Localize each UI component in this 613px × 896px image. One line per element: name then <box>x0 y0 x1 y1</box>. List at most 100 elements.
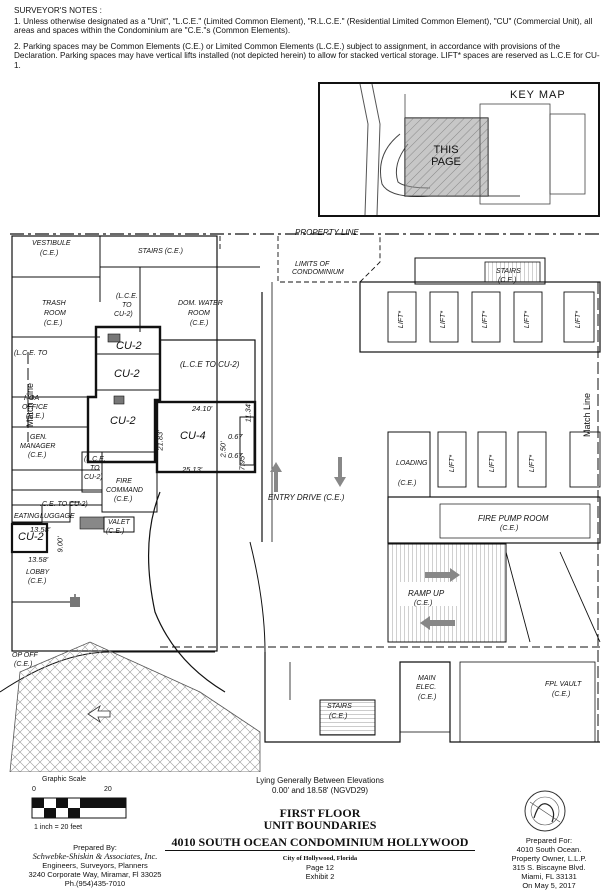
dim-25-13: 25.13' <box>182 465 203 474</box>
dim-0-67b: 0.67 <box>228 451 243 460</box>
dom-water-label-1: DOM. WATER <box>178 300 223 307</box>
client-line-2: Property Owner, L.L.P. <box>511 854 587 863</box>
stairs-bottom-ce: (C.E.) <box>329 713 348 720</box>
gen-ce: (C.E.) <box>28 452 47 459</box>
key-map: KEY MAP THIS PAGE <box>318 82 600 217</box>
title-first-floor: FIRST FLOOR <box>279 806 361 820</box>
cu2-label-2: CU-2 <box>114 368 140 380</box>
drop-off-ce: (C.E.) <box>14 661 33 668</box>
seating-label: EATING <box>14 513 40 520</box>
prepared-by: Prepared By: Schwebke-Shiskin & Associat… <box>10 843 180 888</box>
firm-phone: Ph.(954)435-7010 <box>64 879 126 888</box>
elevation-line-2: 0.00' and 18.58' (NGVD29) <box>272 786 368 795</box>
lobby-label: LOBBY <box>26 569 50 576</box>
fire-pump-label: FIRE PUMP ROOM <box>478 514 549 523</box>
limits-label-2: CONDOMINIUM <box>292 269 344 276</box>
main-elec-ce: (C.E.) <box>418 694 437 701</box>
property-line-label: PROPERTY LINE <box>295 228 359 237</box>
dim-13-58a: 13.58' <box>30 525 51 534</box>
lift-label-6: LIFT* <box>449 454 457 473</box>
key-map-page-label: THIS PAGE <box>416 144 476 168</box>
trash-label-1: TRASH <box>42 300 66 307</box>
lce-label-c2: TO <box>90 465 100 472</box>
lce-label-a2: TO <box>122 302 132 309</box>
valet-ce: (C.E.) <box>106 528 125 535</box>
dom-water-ce: (C.E.) <box>190 320 209 327</box>
cu2-label-3: CU-2 <box>110 415 136 427</box>
stairs-right-ce: (C.E.) <box>498 277 517 284</box>
sheet-title: FIRST FLOOR UNIT BOUNDARIES <box>150 807 490 831</box>
scale-note: 1 inch = 20 feet <box>34 824 83 831</box>
prepared-for-label: Prepared For: <box>525 836 573 845</box>
vestibule-ce: (C.E.) <box>40 250 59 257</box>
hoa-ce: (C.E.) <box>26 413 45 420</box>
match-line-left: Match Line <box>25 382 36 428</box>
lce-label-a3: CU-2) <box>114 311 133 318</box>
dom-water-label-2: ROOM <box>188 310 210 317</box>
lobby-ce: (C.E.) <box>28 578 47 585</box>
limits-label-1: LIMITS OF <box>295 261 330 268</box>
fire-command-ce: (C.E.) <box>114 496 133 503</box>
lce-to-cu2-label: (L.C.E TO CU-2) <box>180 360 240 369</box>
lift-label-8: LIFT* <box>529 454 537 473</box>
title-unit-boundaries: UNIT BOUNDARIES <box>263 818 377 832</box>
stairs-label-bottom: STAIRS <box>327 703 352 710</box>
dim-9-00: 9.00' <box>55 536 65 553</box>
prepared-date: On May 5, 2017 <box>522 881 576 890</box>
trash-label-2: ROOM <box>44 310 66 317</box>
lce-label-c3: CU-2) <box>84 474 103 481</box>
dim-0-67a: 0.67 <box>228 432 243 441</box>
key-map-title: KEY MAP <box>510 89 566 101</box>
lift-label-1: LIFT* <box>398 310 406 329</box>
lift-label-2: LIFT* <box>440 310 448 329</box>
match-line-right: Match Line <box>582 392 593 438</box>
main-elec-label-2: ELEC. <box>416 684 437 691</box>
fpl-vault-label: FPL VAULT <box>545 681 582 688</box>
fire-command-label-1: FIRE <box>116 478 132 485</box>
firm-address: 3240 Corporate Way, Miramar, Fl 33025 <box>28 870 162 879</box>
scale-twenty: 20 <box>104 786 112 793</box>
ramp-up-ce: (C.E.) <box>414 600 433 607</box>
surveyor-seal-icon <box>524 790 566 832</box>
client-line-3: 315 S. Biscayne Blvd. <box>512 863 586 872</box>
page-number: Page 12 <box>306 863 334 872</box>
city-page-info: City of Hollywood, Florida Page 12 Exhib… <box>250 854 390 881</box>
note-1: 1. Unless otherwise designated as a "Uni… <box>14 16 593 36</box>
lce-cu2-part-label: .C.E. TO CU-2) <box>40 501 88 508</box>
lift-label-4: LIFT* <box>524 310 532 329</box>
cu2-label-1: CU-2 <box>116 340 142 352</box>
scale-bar <box>31 797 127 819</box>
hoa-label-1: HOA <box>24 395 40 402</box>
stairs-label-right: STAIRS <box>496 268 521 275</box>
dim-2-50: 2.50' <box>218 441 228 458</box>
main-elec-label-1: MAIN <box>418 675 436 682</box>
gen-label-2: MANAGER <box>20 443 56 450</box>
entry-drive-label: ENTRY DRIVE (C.E.) <box>268 493 345 502</box>
dim-21-83: 21.83' <box>155 430 165 451</box>
dim-11-34: 11.34' <box>243 402 253 423</box>
elevation-line-1: Lying Generally Between Elevations <box>256 776 384 785</box>
graphic-scale-title: Graphic Scale <box>42 776 86 783</box>
lce-label-b1: (L.C.E. TO <box>14 350 48 357</box>
prepared-for: Prepared For: 4010 South Ocean. Property… <box>490 836 608 890</box>
firm-name: Schwebke-Shiskin & Associates, Inc. <box>32 851 158 861</box>
elevation-note: Lying Generally Between Elevations 0.00'… <box>220 776 420 796</box>
valet-label: VALET <box>108 519 130 526</box>
loading-label: LOADING <box>396 460 428 467</box>
luggage-label: LUGGAGE <box>40 513 75 520</box>
gen-label-1: GEN. <box>30 434 48 441</box>
drop-off-label: OP OFF <box>12 652 38 659</box>
key-map-drawing <box>359 84 586 215</box>
dim-24-10: 24.10' <box>192 404 213 413</box>
cu2-label-4: CU-2 <box>18 531 44 543</box>
fpl-vault-ce: (C.E.) <box>552 691 571 698</box>
key-map-label-page: PAGE <box>431 156 461 168</box>
dim-7-95: 7.95' <box>237 454 247 471</box>
lift-label-5: LIFT* <box>575 310 583 329</box>
title-project: 4010 SOUTH OCEAN CONDOMINIUM HOLLYWOOD <box>171 835 469 849</box>
floor-plan-drawing <box>0 233 601 772</box>
fire-pump-ce: (C.E.) <box>500 525 519 532</box>
title-rule <box>165 850 475 851</box>
exhibit-number: Exhibit 2 <box>305 872 335 881</box>
